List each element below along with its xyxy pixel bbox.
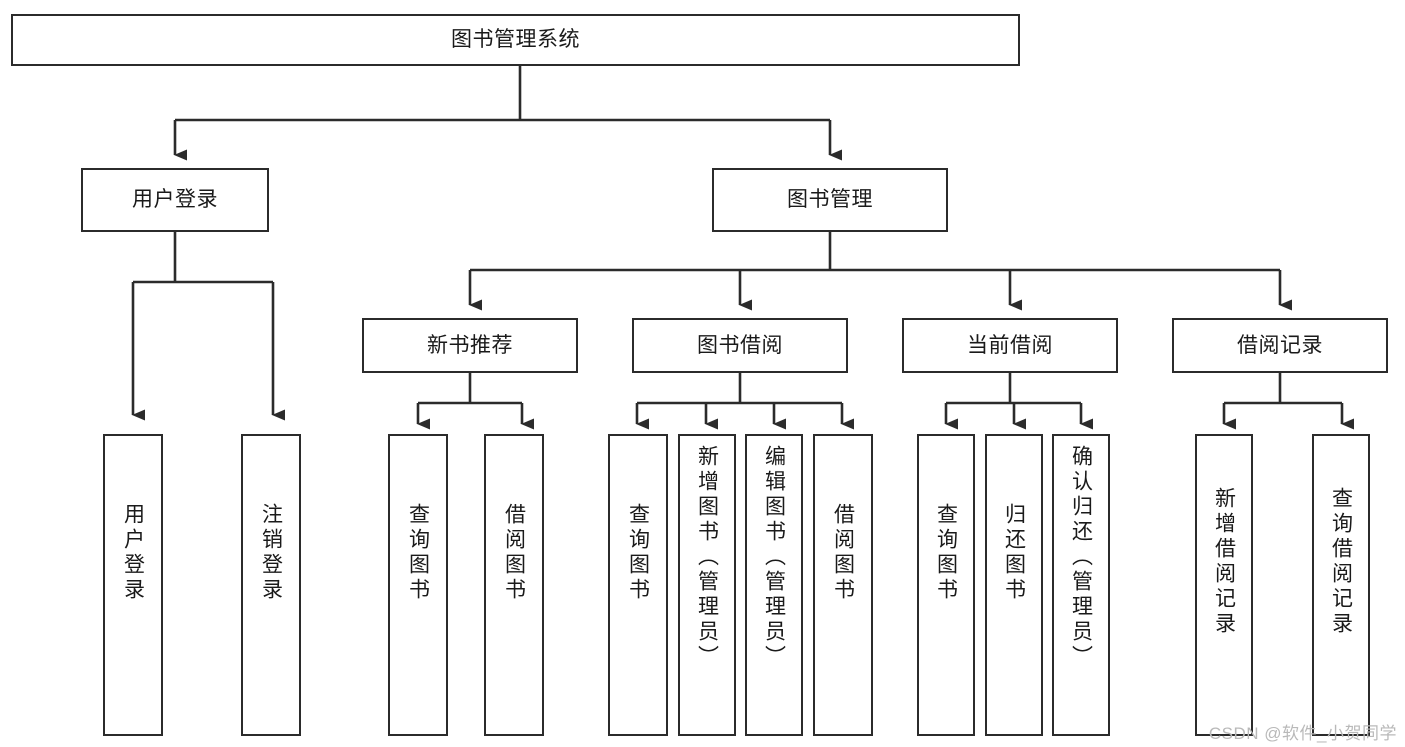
leaf-logout-label: 注销登录 <box>259 503 283 603</box>
node-current-borrow-label: 当前借阅 <box>967 333 1053 357</box>
node-new-book-recommend[interactable]: 新书推荐 <box>362 318 578 373</box>
node-book-borrow[interactable]: 图书借阅 <box>632 318 848 373</box>
leaf-confirm-return-admin-label: 确认归还（管理员） <box>1069 445 1093 670</box>
leaf-query-book-borrow-label: 查询图书 <box>626 503 650 603</box>
node-book-borrow-label: 图书借阅 <box>697 333 783 357</box>
leaf-add-book-admin[interactable]: 新增图书（管理员） <box>678 434 736 736</box>
watermark: CSDN @软件_小贺同学 <box>1208 724 1397 743</box>
leaf-borrow-book-borrow-label: 借阅图书 <box>831 503 855 603</box>
node-user-login-label: 用户登录 <box>132 188 218 212</box>
leaf-query-book-current-label: 查询图书 <box>934 503 958 603</box>
node-book-management[interactable]: 图书管理 <box>712 168 948 232</box>
leaf-query-book-recommend[interactable]: 查询图书 <box>388 434 448 736</box>
leaf-query-book-recommend-label: 查询图书 <box>406 503 430 603</box>
node-root[interactable]: 图书管理系统 <box>11 14 1020 66</box>
leaf-logout[interactable]: 注销登录 <box>241 434 301 736</box>
leaf-borrow-book-recommend-label: 借阅图书 <box>502 503 526 603</box>
leaf-query-book-current[interactable]: 查询图书 <box>917 434 975 736</box>
leaf-add-book-admin-label: 新增图书（管理员） <box>695 445 719 670</box>
leaf-edit-book-admin[interactable]: 编辑图书（管理员） <box>745 434 803 736</box>
leaf-borrow-book-recommend[interactable]: 借阅图书 <box>484 434 544 736</box>
node-root-label: 图书管理系统 <box>451 28 580 52</box>
leaf-add-borrow-record-label: 新增借阅记录 <box>1212 487 1236 637</box>
leaf-query-borrow-record[interactable]: 查询借阅记录 <box>1312 434 1370 736</box>
leaf-query-book-borrow[interactable]: 查询图书 <box>608 434 668 736</box>
node-borrow-record[interactable]: 借阅记录 <box>1172 318 1388 373</box>
node-borrow-record-label: 借阅记录 <box>1237 333 1323 357</box>
leaf-user-login-label: 用户登录 <box>121 503 145 603</box>
leaf-confirm-return-admin[interactable]: 确认归还（管理员） <box>1052 434 1110 736</box>
leaf-add-borrow-record[interactable]: 新增借阅记录 <box>1195 434 1253 736</box>
leaf-user-login[interactable]: 用户登录 <box>103 434 163 736</box>
leaf-return-book-label: 归还图书 <box>1002 503 1026 603</box>
node-book-management-label: 图书管理 <box>787 188 873 212</box>
node-user-login[interactable]: 用户登录 <box>81 168 269 232</box>
leaf-query-borrow-record-label: 查询借阅记录 <box>1329 487 1353 637</box>
node-current-borrow[interactable]: 当前借阅 <box>902 318 1118 373</box>
node-new-book-recommend-label: 新书推荐 <box>427 333 513 357</box>
leaf-borrow-book-borrow[interactable]: 借阅图书 <box>813 434 873 736</box>
leaf-edit-book-admin-label: 编辑图书（管理员） <box>762 445 786 670</box>
leaf-return-book[interactable]: 归还图书 <box>985 434 1043 736</box>
